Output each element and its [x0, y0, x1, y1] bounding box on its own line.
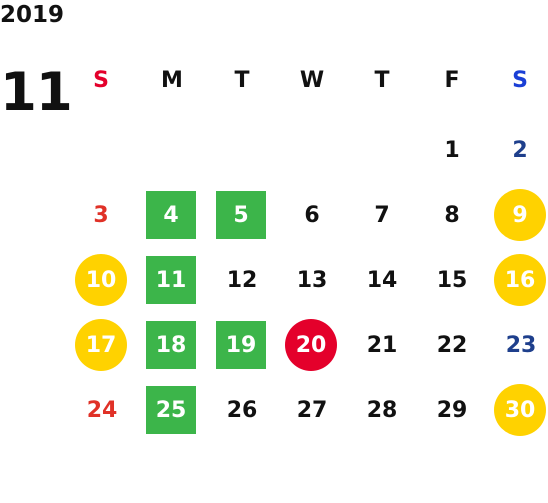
day-cell[interactable]: 18 [146, 321, 196, 369]
day-cell[interactable]: 21 [366, 332, 398, 358]
day-cell[interactable]: 15 [436, 267, 468, 293]
day-cell[interactable]: 29 [436, 397, 468, 423]
calendar-month: 11 [0, 62, 73, 123]
day-cell[interactable]: 22 [436, 332, 468, 358]
weekday-header-thursday: T [374, 67, 390, 93]
day-cell[interactable]: 13 [296, 267, 328, 293]
calendar-year: 2019 [0, 2, 65, 28]
day-cell[interactable]: 11 [146, 256, 196, 304]
weekday-header-wednesday: W [299, 67, 325, 93]
day-cell[interactable]: 24 [86, 397, 118, 423]
day-cell[interactable]: 8 [444, 202, 460, 228]
day-cell[interactable]: 6 [304, 202, 320, 228]
day-cell[interactable]: 1 [444, 137, 460, 163]
day-cell[interactable]: 25 [146, 386, 196, 434]
day-cell[interactable]: 17 [75, 319, 127, 371]
day-cell[interactable]: 4 [146, 191, 196, 239]
weekday-header-tuesday: T [234, 67, 250, 93]
day-cell[interactable]: 3 [93, 202, 109, 228]
day-cell[interactable]: 2 [512, 137, 528, 163]
day-cell[interactable]: 14 [366, 267, 398, 293]
weekday-header-friday: F [444, 67, 460, 93]
day-cell[interactable]: 12 [226, 267, 258, 293]
day-cell[interactable]: 30 [494, 384, 546, 436]
weekday-header-monday: M [161, 67, 183, 93]
day-cell[interactable]: 9 [494, 189, 546, 241]
day-cell[interactable]: 19 [216, 321, 266, 369]
day-cell[interactable]: 7 [374, 202, 390, 228]
day-cell[interactable]: 28 [366, 397, 398, 423]
day-cell[interactable]: 26 [226, 397, 258, 423]
day-cell[interactable]: 5 [216, 191, 266, 239]
weekday-header-sunday: S [93, 67, 109, 93]
day-cell[interactable]: 20 [285, 319, 337, 371]
day-cell[interactable]: 10 [75, 254, 127, 306]
day-cell[interactable]: 16 [494, 254, 546, 306]
day-cell[interactable]: 23 [505, 332, 537, 358]
day-cell[interactable]: 27 [296, 397, 328, 423]
weekday-header-saturday: S [512, 67, 528, 93]
